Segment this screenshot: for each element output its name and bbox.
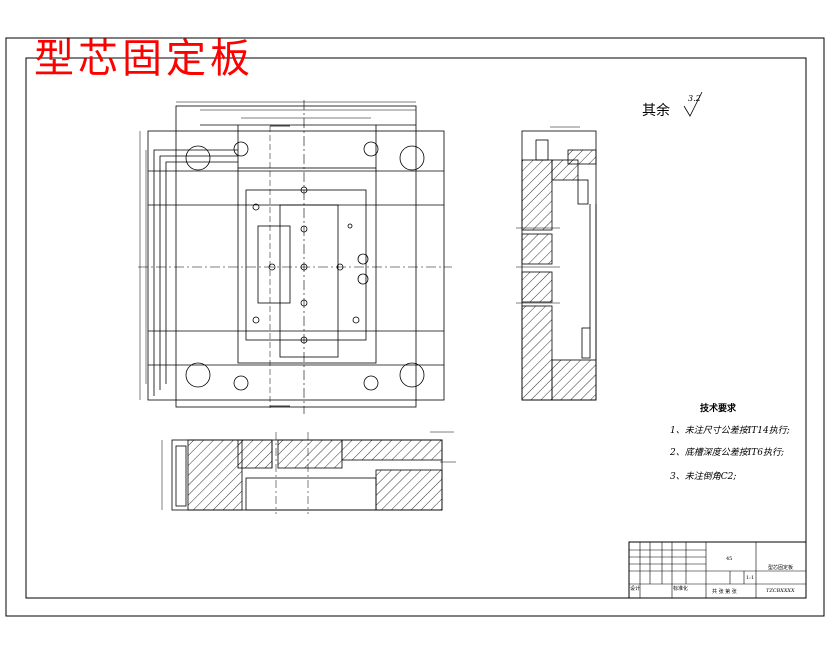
plan-view xyxy=(138,100,452,414)
title-block-standard: 标准化 xyxy=(673,586,689,592)
side-section-view xyxy=(516,126,597,401)
roughness-value: 3.2 xyxy=(688,94,701,103)
tech-requirements-heading: 技术要求 xyxy=(700,404,737,414)
title-block-part-name: 型芯固定板 xyxy=(768,565,794,571)
roughness-symbol xyxy=(683,91,703,117)
inner-frame xyxy=(25,57,807,599)
title-block-code: TZCBXXXX xyxy=(766,588,795,594)
title-block-scale: 1:1 xyxy=(746,575,755,581)
title-block-designer: 设计 xyxy=(630,586,641,592)
bottom-section-view xyxy=(161,431,456,514)
tech-requirement-item: 3、未注倒角C2; xyxy=(670,472,737,482)
outer-border xyxy=(5,37,825,617)
drawing-title: 型芯固定板 xyxy=(34,36,254,82)
roughness-label: 其余 xyxy=(642,103,670,119)
title-block-sheet-note: 共 张 第 张 xyxy=(712,589,737,595)
tech-requirement-item: 1、未注尺寸公差按IT14执行; xyxy=(670,426,790,436)
title-block xyxy=(628,541,807,599)
title-block-material: 45 xyxy=(726,556,733,562)
tech-requirement-item: 2、底槽深度公差按IT6执行; xyxy=(670,448,785,458)
